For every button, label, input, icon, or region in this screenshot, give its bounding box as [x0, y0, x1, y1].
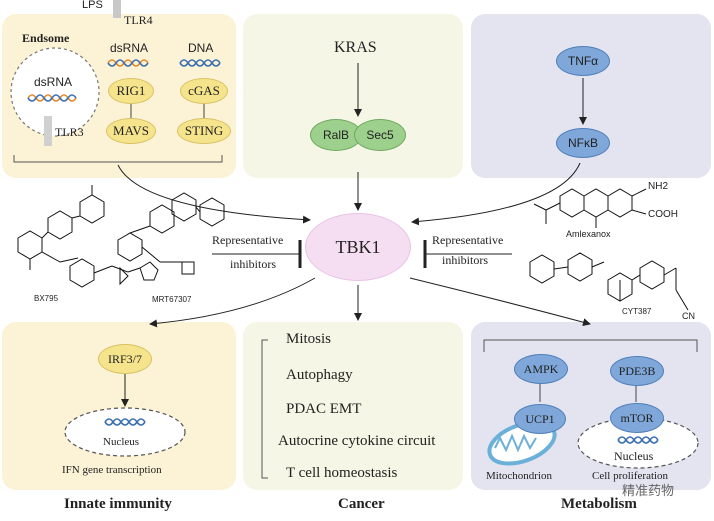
- sec5-node: Sec5: [354, 119, 406, 151]
- inhibitors-left-line2: inhibitors: [230, 257, 277, 271]
- nucleus-left-ellipse: [64, 407, 186, 457]
- tlr4-receptor: [113, 0, 121, 18]
- nucleus-left-label: Nucleus: [103, 436, 140, 448]
- dsrna-label: dsRNA: [110, 41, 149, 55]
- irf37-node: IRF3/7: [98, 344, 152, 374]
- cn-label: CN: [682, 311, 695, 321]
- kras-label: KRAS: [334, 39, 377, 56]
- amlexanox-label: Amlexanox: [566, 229, 611, 239]
- cancer-bottom-panel: [243, 322, 463, 490]
- ampk-node: AMPK: [514, 354, 568, 384]
- tlr4-label: TLR4: [124, 13, 153, 27]
- tnfa-node: TNFα: [556, 46, 610, 76]
- dna-helix-nucleus-left: [104, 418, 146, 426]
- metabolism-bracket: [483, 339, 698, 352]
- cancer-item-autophagy: Autophagy: [286, 367, 353, 383]
- pde3b-node: PDE3B: [610, 356, 664, 386]
- tbk1-innate-arrow: [149, 277, 316, 328]
- cancer-item-pdac-emt: PDAC EMT: [286, 401, 362, 417]
- nfkb-tbk1-arrow: [411, 162, 581, 226]
- amlexanox-structure: [533, 188, 647, 228]
- endosome-dsrna-label: dsRNA: [34, 75, 73, 89]
- section-metabolism: Metabolism: [561, 496, 637, 512]
- tlr3-label: TLR3: [55, 125, 84, 139]
- watermark-label: 精准药物: [622, 483, 675, 498]
- inhibitors-right-line2: inhibitors: [442, 253, 489, 267]
- mtor-node: mTOR: [610, 403, 664, 433]
- dna-helix-dsrna: [107, 59, 149, 67]
- ucp1-node: UCP1: [514, 404, 566, 434]
- sting-node: STING: [177, 118, 231, 144]
- innate-tbk1-arrow: [117, 164, 311, 224]
- endosome-label: Endsome: [22, 31, 70, 45]
- bx795-structure: [17, 185, 159, 288]
- nfkb-node: NFκB: [556, 128, 610, 158]
- tbk1-metabolism-arrow: [409, 277, 591, 327]
- section-cancer: Cancer: [338, 496, 385, 512]
- cyt387-label: CYT387: [622, 307, 652, 316]
- mrt67307-structure: [117, 192, 225, 286]
- dna-label: DNA: [188, 41, 214, 55]
- cgas-node: cGAS: [180, 78, 228, 104]
- dna-helix-nucleus-right: [617, 436, 659, 444]
- dna-helix-dna: [179, 59, 221, 67]
- mrt67307-label: MRT67307: [152, 295, 192, 304]
- cancer-top-panel: [243, 14, 463, 178]
- cooh-label: COOH: [648, 209, 678, 220]
- tbk1-node: TBK1: [305, 213, 411, 281]
- mitochondrion-label: Mitochondrion: [486, 470, 552, 482]
- endosome-circle: [10, 47, 100, 137]
- cancer-bracket: [261, 339, 268, 479]
- innate-top-bracket: [13, 155, 223, 163]
- inhibitors-left-line1: Representative: [212, 233, 284, 247]
- nh2-label: NH2: [648, 181, 669, 192]
- dna-helix-endosome: [27, 94, 77, 102]
- bx795-label: BX795: [34, 294, 59, 303]
- inhibitors-right-line1: Representative: [432, 233, 504, 247]
- lps-label: LPS: [82, 0, 103, 11]
- section-innate-immunity: Innate immunity: [64, 496, 172, 512]
- mavs-node: MAVS: [106, 118, 156, 144]
- nucleus-right-label: Nucleus: [614, 449, 654, 463]
- ralb-node: RalB: [310, 119, 362, 151]
- cancer-item-mitosis: Mitosis: [286, 331, 332, 347]
- cancer-item-autocrine: Autocrine cytokine circuit: [278, 433, 436, 449]
- cell-proliferation-label: Cell proliferation: [592, 470, 669, 482]
- cyt387-structure: [529, 252, 689, 311]
- tlr3-receptor: [44, 116, 52, 146]
- rig1-node: RIG1: [108, 78, 154, 104]
- ifn-label: IFN gene transcription: [62, 464, 162, 476]
- cancer-item-tcell: T cell homeostasis: [286, 465, 398, 481]
